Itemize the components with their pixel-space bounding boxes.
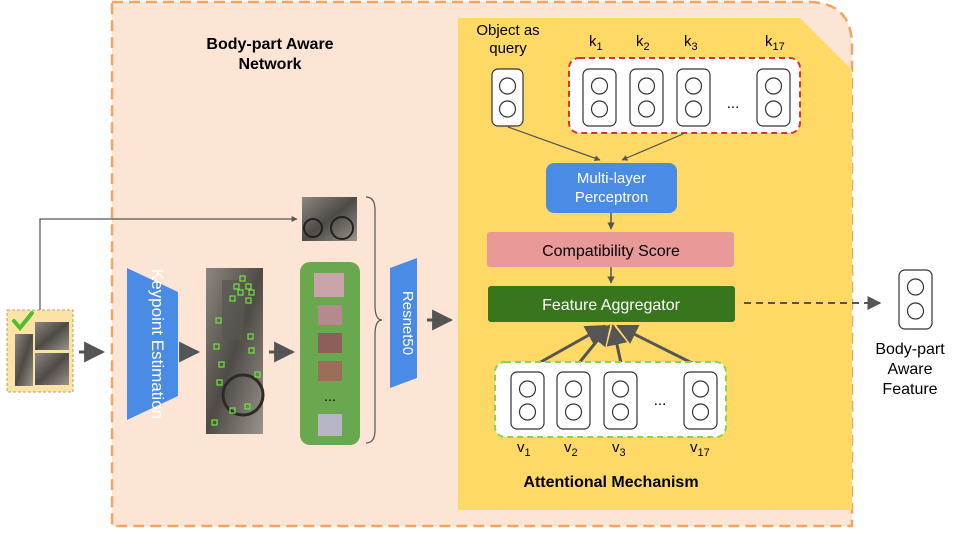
object-query-embedding xyxy=(491,68,524,127)
key-label-2: k2 xyxy=(636,33,650,53)
attention-title: Attentional Mechanism xyxy=(523,474,698,491)
arrow-keys-to-mlp xyxy=(621,133,684,161)
resnet50-label: Resnet50 xyxy=(399,291,416,355)
value-label-1: v1 xyxy=(517,439,531,459)
output-feature-embedding xyxy=(898,269,933,330)
object-query-label: Object as query xyxy=(476,22,540,57)
key-embedding-3 xyxy=(676,68,711,127)
key-embedding-2 xyxy=(629,68,664,127)
keys-group xyxy=(568,57,801,134)
values-group xyxy=(494,361,727,438)
input-image-group xyxy=(6,309,74,393)
mlp-label: Multi-layer Perceptron xyxy=(574,170,649,206)
key-embedding-17 xyxy=(756,68,791,127)
value-label-2: v2 xyxy=(564,439,578,459)
keypoint-estimation-label: Keypoint Estimation xyxy=(148,269,167,419)
value-embedding-1 xyxy=(510,371,545,430)
feature-aggregator-block xyxy=(488,286,735,322)
feature-aggregator-label: Feature Aggregator xyxy=(542,297,681,314)
compatibility-score-label: Compatibility Score xyxy=(542,243,680,260)
key-label-1: k1 xyxy=(589,33,603,53)
resnet50-block xyxy=(390,258,417,388)
keys-ellipsis: ... xyxy=(727,95,740,112)
value-label-17: v17 xyxy=(690,439,710,459)
parts-ellipsis: ... xyxy=(324,388,336,404)
compatibility-score-block xyxy=(487,232,734,267)
value-embedding-2 xyxy=(556,371,591,430)
keypoint-estimation-block xyxy=(127,268,178,420)
network-title: Body-part Aware Network xyxy=(206,36,334,73)
key-label-3: k3 xyxy=(684,33,698,53)
value-label-3: v3 xyxy=(612,439,626,459)
grouping-brace xyxy=(365,196,383,444)
person-keypoint-image xyxy=(206,268,265,434)
skip-connection xyxy=(39,216,298,310)
body-part-crops xyxy=(300,262,360,445)
key-embedding-1 xyxy=(582,68,617,127)
full-person-crop xyxy=(302,197,357,241)
values-ellipsis: ... xyxy=(654,392,667,409)
value-embedding-17 xyxy=(683,371,718,430)
key-label-17: k17 xyxy=(765,33,785,53)
checkmark-icon xyxy=(12,311,34,332)
value-embedding-3 xyxy=(603,371,638,430)
output-feature-label: Body-part Aware Feature xyxy=(875,341,945,398)
mlp-block xyxy=(546,163,677,213)
arrow-query-to-mlp xyxy=(507,126,601,162)
